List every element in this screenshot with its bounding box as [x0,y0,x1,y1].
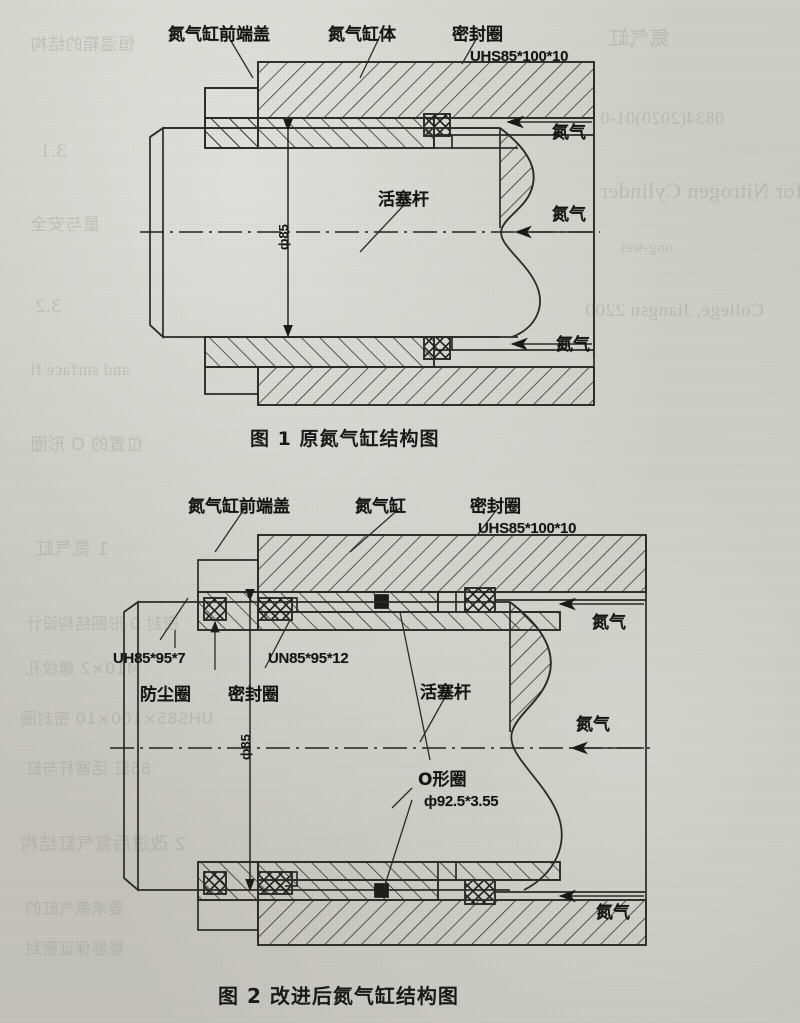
figure2-label-cylinder: 氮气缸 [355,497,406,517]
figure2-label-seal_spec_lower: UN85*95*12 [268,650,349,667]
figure2-label-nitrogen_mid: 氮气 [576,715,610,735]
figure1-bore-dimension: ф85 [276,224,291,250]
figure2-label-piston_rod: 活塞杆 [420,683,471,703]
figure2-bore-dimension: ф85 [238,734,253,760]
figure1-label-seal_spec: UHS85*100*10 [470,48,569,65]
figure2-label-front_cover: 氮气缸前端盖 [188,497,290,517]
figure2-label-o_ring: O形圈 [418,770,467,790]
figure2-caption: 图 2 改进后氮气缸结构图 [218,984,459,1008]
figure2-label-seal_spec_top: UHS85*100*10 [478,520,577,537]
figure2-label-dust_ring: 防尘圈 [140,685,191,705]
figure1-label-nitrogen_mid: 氮气 [552,205,586,225]
figure1-label-seal_ring: 密封圈 [452,25,503,45]
figure1-label-cylinder_body: 氮气缸体 [328,25,396,45]
figure2-label-nitrogen_top: 氮气 [592,613,626,633]
figure1-caption: 图 1 原氮气缸结构图 [250,428,440,450]
figure1-label-nitrogen_top: 氮气 [552,123,586,143]
figure2-label-dust_ring_spec: UH85*95*7 [113,650,186,667]
figure2-label-seal_ring_top: 密封圈 [470,497,521,517]
figure2-label-seal_ring_lower: 密封圈 [228,685,279,705]
figure2-label-nitrogen_bot: 氮气 [596,903,630,923]
figure1-label-front_cover: 氮气缸前端盖 [168,25,270,45]
figure2-label-o_ring_spec: ф92.5*3.55 [424,793,499,810]
figure1-label-nitrogen_bot: 氮气 [556,335,590,355]
figure1-label-piston_rod: 活塞杆 [378,190,429,210]
